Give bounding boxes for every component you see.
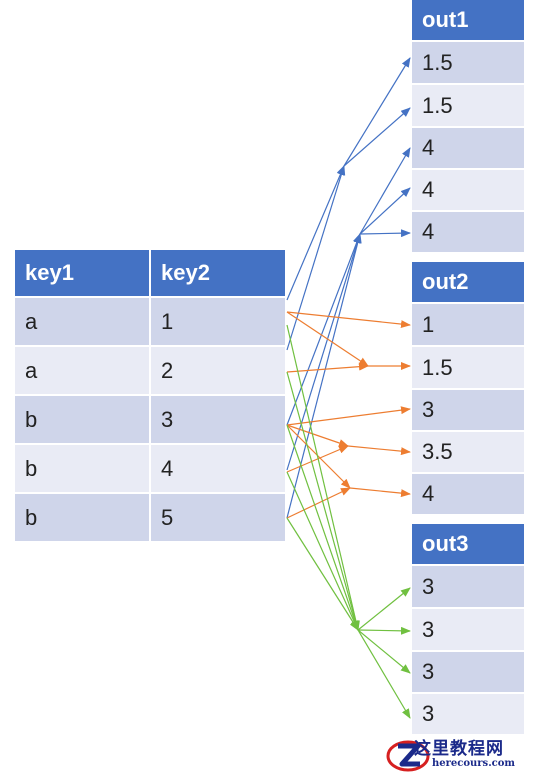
input-row-1-key2: 1: [151, 298, 285, 345]
out2-row-3: 3: [412, 390, 524, 430]
out1-row-4: 4: [412, 170, 524, 210]
watermark: 这里教程网 herecours.com: [386, 732, 534, 776]
out2-header: out2: [412, 262, 524, 302]
input-row-1-key1: a: [15, 298, 149, 345]
input-row-4-key2: 4: [151, 445, 285, 492]
out3-row-2: 3: [412, 609, 524, 650]
input-row-2-key2: 2: [151, 347, 285, 394]
input-row-3-key2: 3: [151, 396, 285, 443]
out1-row-5: 4: [412, 212, 524, 252]
out3-row-1: 3: [412, 566, 524, 607]
input-header-key1: key1: [15, 250, 149, 296]
out2-arrows: [286, 311, 411, 519]
input-header-key2: key2: [151, 250, 285, 296]
out1-row-3: 4: [412, 128, 524, 168]
input-row-5-key1: b: [15, 494, 149, 541]
out3-header: out3: [412, 524, 524, 564]
input-row-2-key1: a: [15, 347, 149, 394]
out2-row-5: 4: [412, 474, 524, 514]
out1-arrows: [286, 57, 411, 519]
out3-row-4: 3: [412, 694, 524, 734]
watermark-text: 这里教程网: [414, 739, 504, 759]
z-logo-icon: [386, 740, 430, 772]
input-row-5-key2: 5: [151, 494, 285, 541]
out1-header: out1: [412, 0, 524, 40]
out2-row-4: 3.5: [412, 432, 524, 472]
input-row-3-key1: b: [15, 396, 149, 443]
out1-row-1: 1.5: [412, 42, 524, 83]
out3-row-3: 3: [412, 652, 524, 692]
out2-row-1: 1: [412, 304, 524, 345]
out3-arrows: [286, 324, 411, 719]
input-row-4-key1: b: [15, 445, 149, 492]
out1-row-2: 1.5: [412, 85, 524, 126]
out2-row-2: 1.5: [412, 347, 524, 388]
watermark-url: herecours.com: [432, 758, 516, 769]
